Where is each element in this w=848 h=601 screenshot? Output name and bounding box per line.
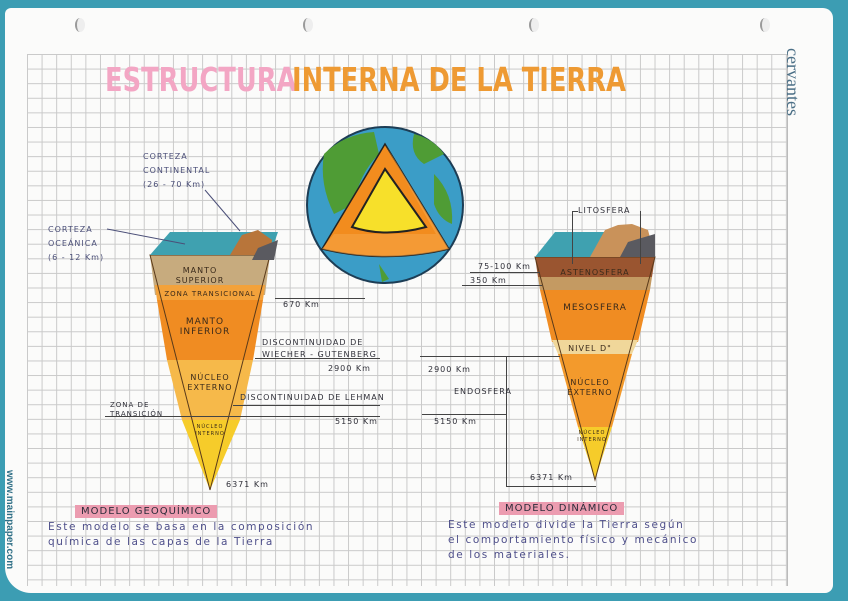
boundary-line	[422, 414, 506, 415]
bracket-line	[572, 211, 578, 212]
depth-5150-right: 5150 Km	[434, 417, 477, 426]
label-gutenberg: DISCONTINUIDAD DE WIECHER - GUTENBERG	[262, 338, 377, 359]
depth-75-100: 75-100 Km	[478, 262, 531, 271]
label-zona-transicion: ZONA DE TRANSICIÓN	[110, 401, 164, 418]
label-litosfera: LITOSFERA	[578, 206, 631, 215]
layer-manto-inferior: MANTO INFERIOR	[179, 317, 231, 337]
model-dynamic-title: MODELO DINÁMICO	[499, 502, 625, 515]
model-dynamic-text: Este modelo divide la Tierra según el co…	[448, 519, 698, 561]
model-geochemical-title: MODELO GEOQUÍMICO	[75, 505, 218, 518]
label-corteza-oceanica: CORTEZA OCEÁNICA (6 - 12 Km)	[48, 225, 105, 262]
label-corteza-continental: CORTEZA CONTINENTAL (26 - 70 Km)	[143, 152, 211, 189]
title-part1: ESTRUCTURA	[105, 60, 297, 99]
layer-nivel-d: NIVEL D"	[568, 344, 612, 353]
brand-logo: cervantes	[783, 48, 803, 116]
earth-globe-icon	[306, 126, 464, 284]
boundary-line	[105, 416, 380, 417]
boundary-line	[233, 405, 380, 406]
bracket-line	[640, 211, 641, 264]
endosfera-bracket	[506, 356, 507, 486]
label-lehman: DISCONTINUIDAD DE LEHMAN	[240, 393, 385, 402]
boundary-line	[462, 285, 542, 286]
binder-hole	[303, 18, 313, 32]
depth-350: 350 Km	[470, 276, 507, 285]
layer-nucleo-interno: NÚCLEO INTERNO	[195, 424, 225, 437]
model-geochemical-text: Este modelo se basa en la composición qu…	[48, 521, 315, 548]
depth-6371: 6371 Km	[226, 480, 269, 489]
depth-6371-right: 6371 Km	[530, 473, 573, 482]
binder-hole	[760, 18, 770, 32]
layer-mesosfera: MESOSFERA	[563, 303, 627, 313]
layer-astenosfera: ASTENOSFERA	[560, 268, 630, 277]
geochemical-model-cone	[149, 230, 278, 491]
dynamic-model-cone	[534, 224, 656, 482]
depth-2900: 2900 Km	[328, 364, 371, 373]
layer-nucleo-externo: NÚCLEO EXTERNO	[187, 373, 233, 392]
title-part2: INTERNA DE LA TIERRA	[292, 60, 626, 99]
boundary-line	[420, 356, 560, 357]
layer-nucleo-interno: NÚCLEO INTERNO	[577, 430, 607, 443]
depth-670: 670 Km	[283, 300, 320, 309]
depth-5150: 5150 Km	[335, 417, 378, 426]
boundary-line	[255, 358, 380, 359]
boundary-line	[506, 486, 596, 487]
boundary-line	[470, 272, 540, 273]
layer-nucleo-externo: NÚCLEO EXTERNO	[567, 378, 613, 397]
binder-hole	[529, 18, 539, 32]
layer-zona-transicional: ZONA TRANSICIONAL	[164, 290, 256, 298]
website-text: www.mainpaper.com	[4, 470, 15, 570]
binder-hole	[75, 18, 85, 32]
boundary-line	[275, 298, 365, 299]
label-endosfera: ENDOSFERA	[454, 387, 512, 396]
layer-manto-superior: MANTO SUPERIOR	[175, 266, 225, 285]
bracket-line	[572, 211, 573, 264]
depth-2900-right: 2900 Km	[428, 365, 471, 374]
